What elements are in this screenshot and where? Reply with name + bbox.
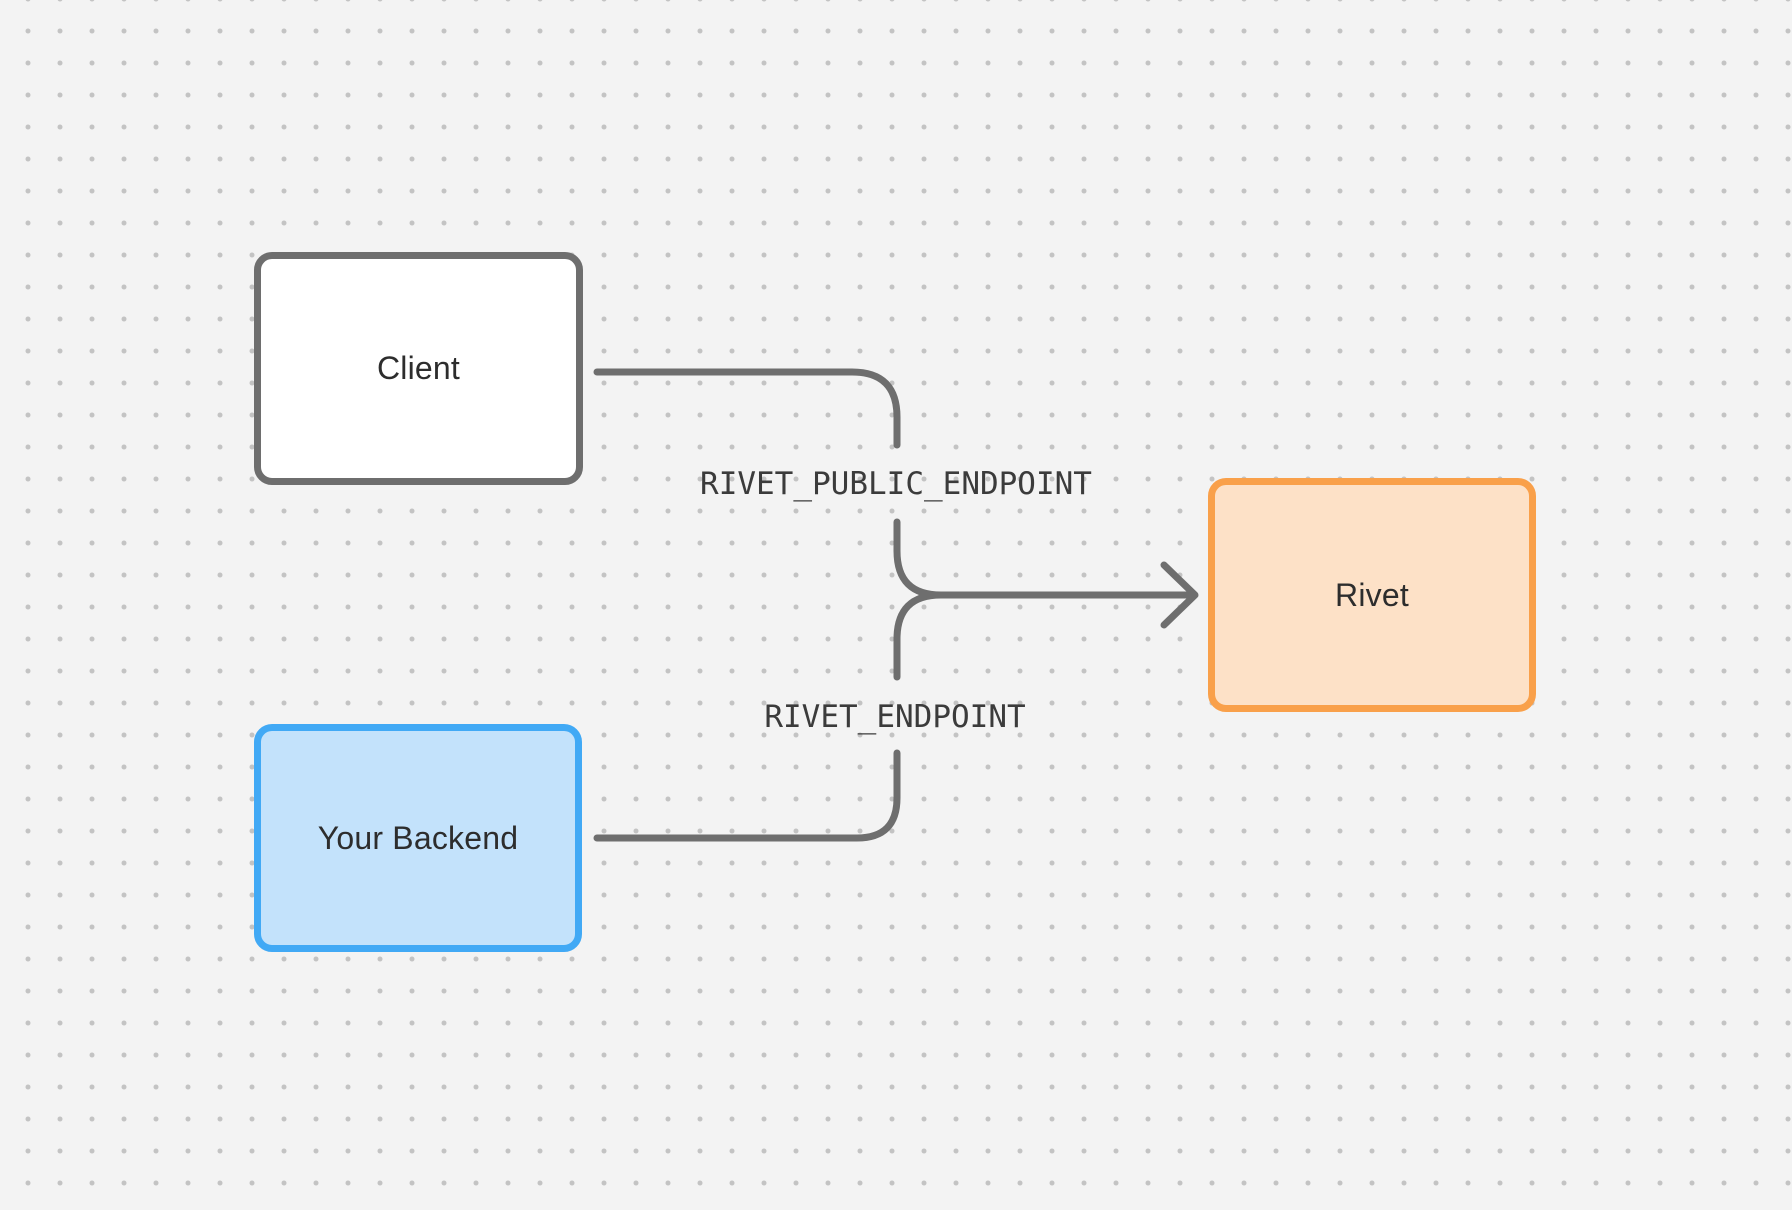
backend-connector-upper-segment bbox=[893, 591, 945, 681]
node-rivet: Rivet bbox=[1208, 478, 1536, 712]
edge-label-rivet-public-endpoint: RIVET_PUBLIC_ENDPOINT bbox=[700, 466, 1092, 502]
client-connector-upper-segment bbox=[593, 368, 901, 449]
edge-label-rivet-endpoint: RIVET_ENDPOINT bbox=[764, 699, 1026, 735]
node-client-label: Client bbox=[376, 350, 460, 386]
node-your-backend: Your Backend bbox=[254, 724, 582, 952]
node-your-backend-label: Your Backend bbox=[317, 819, 519, 856]
node-rivet-label: Rivet bbox=[1335, 576, 1409, 613]
node-client: Client bbox=[254, 252, 583, 485]
backend-connector-lower-segment bbox=[593, 749, 901, 842]
client-connector-lower-segment bbox=[893, 518, 945, 599]
arrow-head-icon bbox=[1160, 561, 1199, 629]
